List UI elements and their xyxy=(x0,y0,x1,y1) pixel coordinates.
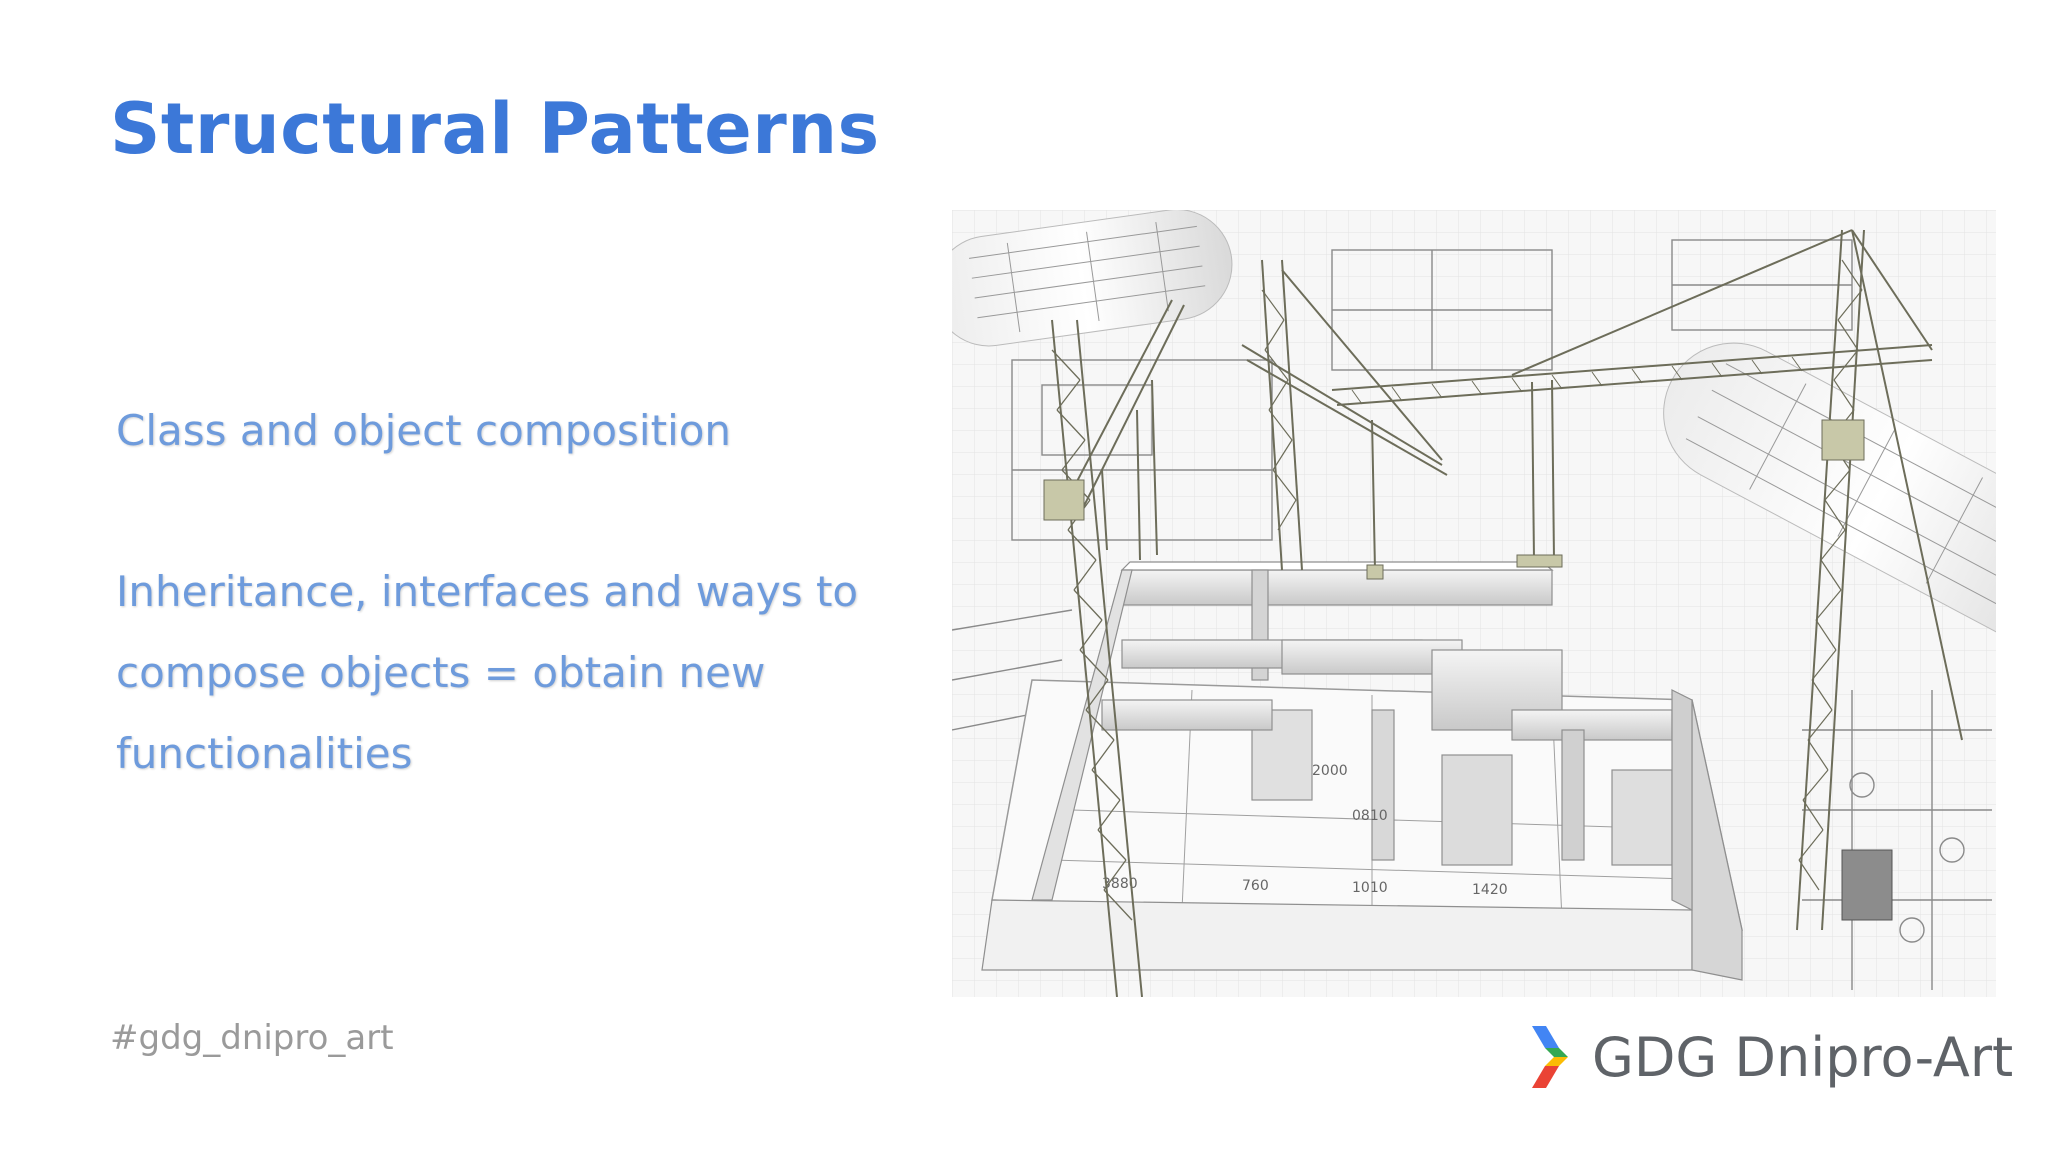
gdg-chevron-icon xyxy=(1532,1026,1568,1088)
event-hashtag: #gdg_dnipro_art xyxy=(110,1018,394,1058)
svg-text:0810: 0810 xyxy=(1352,808,1388,824)
construction-cranes-blueprint-image: 3880 760 1010 1420 2000 0810 xyxy=(952,210,1996,997)
point-class-object-composition: Class and object composition xyxy=(116,406,732,455)
point-inheritance-interfaces: Inheritance, interfaces and ways to comp… xyxy=(116,567,859,778)
svg-text:2000: 2000 xyxy=(1312,763,1348,779)
slide-title: Structural Patterns xyxy=(110,88,880,170)
gdg-logo-text: GDG Dnipro-Art xyxy=(1592,1025,2014,1089)
svg-text:1420: 1420 xyxy=(1472,882,1508,898)
svg-text:760: 760 xyxy=(1242,878,1269,894)
svg-text:1010: 1010 xyxy=(1352,880,1388,896)
gdg-logo: GDG Dnipro-Art xyxy=(1532,1022,2013,1092)
